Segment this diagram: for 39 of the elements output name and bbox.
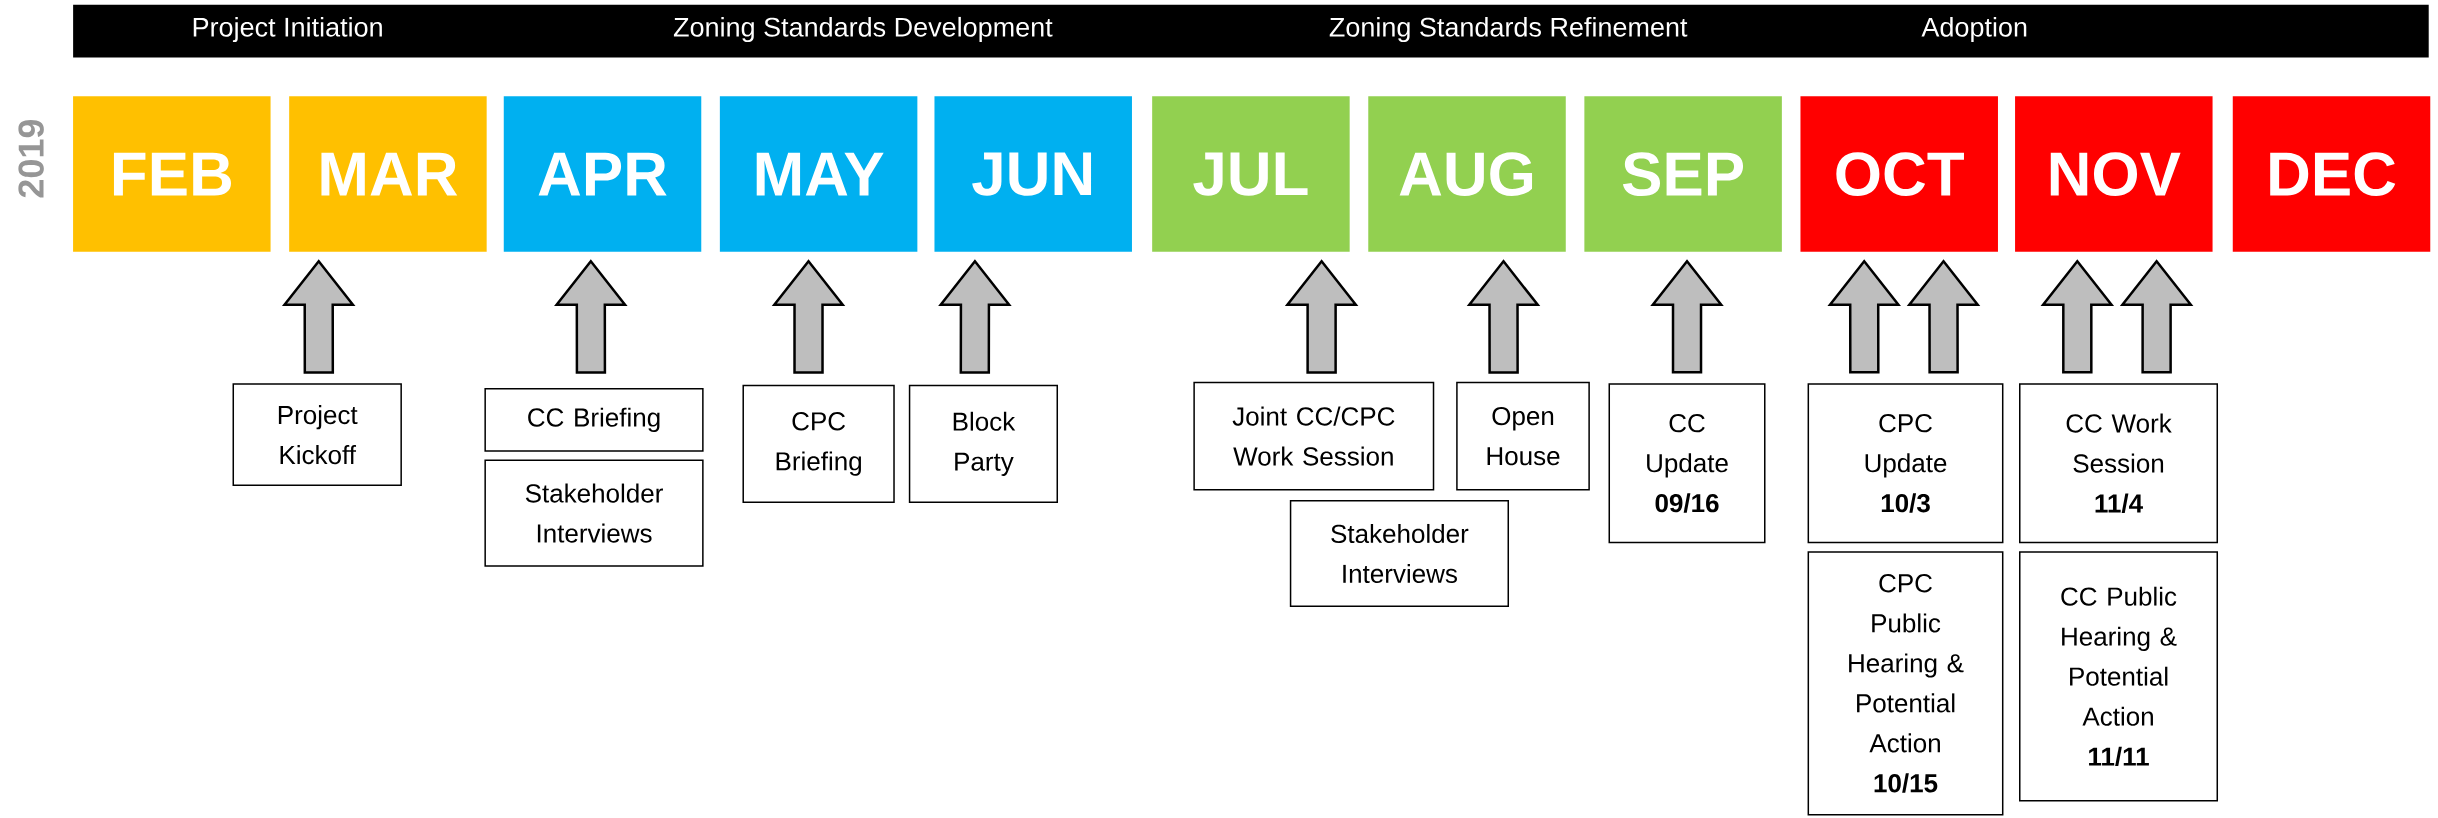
block-arrow <box>1827 259 1901 374</box>
event-box: CC Work Session 11/4 <box>2019 383 2218 544</box>
month-box: JUN <box>934 96 1132 252</box>
block-arrow <box>2040 259 2115 374</box>
event-box: CC Public Hearing & Potential Action 11/11 <box>2019 551 2218 802</box>
event-box: CC Briefing <box>484 387 704 452</box>
event-box: Joint CC/CPC Work Session <box>1193 381 1435 491</box>
event-box: Project Kickoff <box>232 383 402 486</box>
month-box: FEB <box>73 96 271 252</box>
block-arrow <box>1284 259 1359 374</box>
block-arrow <box>281 259 356 374</box>
block-arrow <box>1906 259 1981 374</box>
event-box: Open House <box>1456 381 1590 491</box>
phase-label: Adoption <box>1921 16 2027 43</box>
event-box: Block Party <box>908 384 1058 503</box>
event-box: CPC Update 10/3 <box>1807 383 2004 544</box>
event-box: CPC Briefing <box>742 384 895 503</box>
block-arrow <box>938 259 1012 374</box>
block-arrow <box>554 259 628 374</box>
month-box: SEP <box>1584 96 1782 252</box>
block-arrow <box>1650 259 1724 374</box>
event-box: CPC Public Hearing & Potential Action 10/15 <box>1807 551 2004 816</box>
block-arrow <box>771 259 846 374</box>
month-box: APR <box>503 96 702 252</box>
month-box: DEC <box>2232 96 2431 252</box>
event-box: CC Update 09/16 <box>1608 383 1766 544</box>
phase-label: Zoning Standards Development <box>673 16 1053 43</box>
block-arrow <box>2119 259 2194 374</box>
event-box: Stakeholder Interviews <box>484 459 704 567</box>
block-arrow <box>1466 259 1541 374</box>
month-box: JUL <box>1152 96 1350 252</box>
month-box: NOV <box>2015 96 2213 252</box>
event-box: Stakeholder Interviews <box>1289 499 1509 608</box>
month-box: OCT <box>1800 96 1998 252</box>
phase-label: Zoning Standards Refinement <box>1329 16 1688 43</box>
phase-label: Project Initiation <box>193 16 382 43</box>
month-box: MAR <box>289 96 487 252</box>
month-box: MAY <box>719 96 918 252</box>
month-box: AUG <box>1368 96 1566 252</box>
